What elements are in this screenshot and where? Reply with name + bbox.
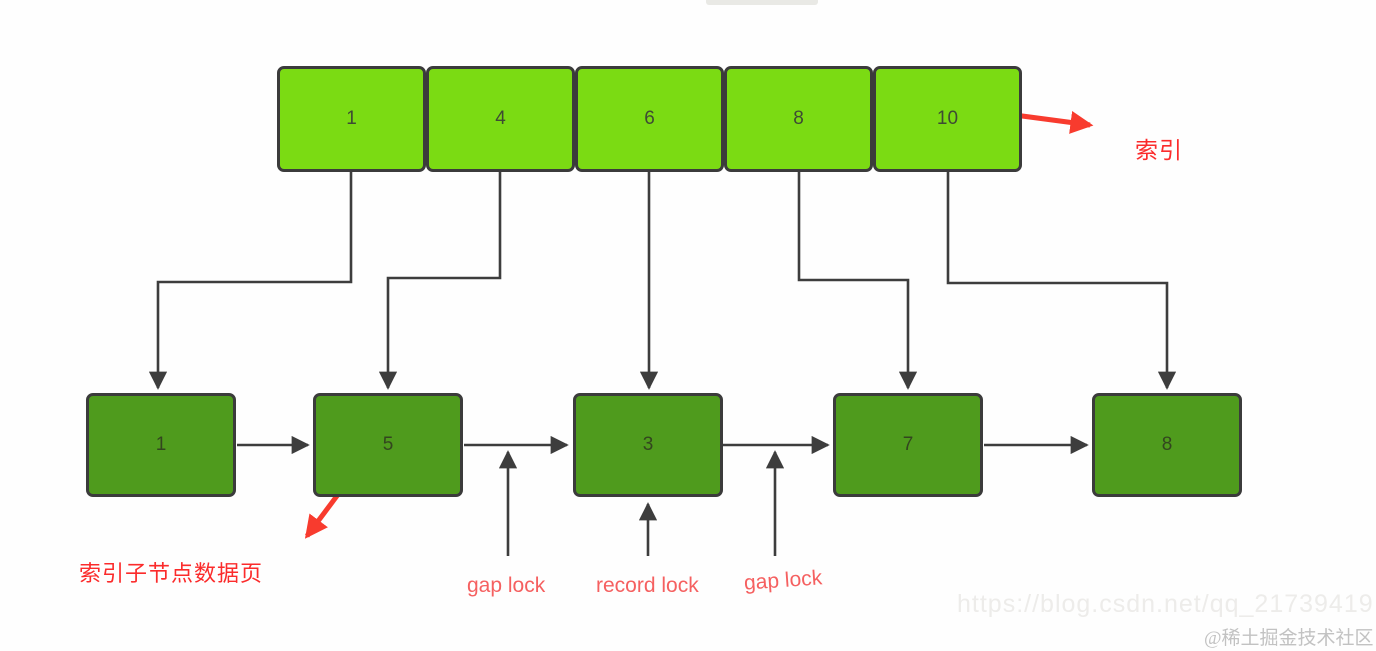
- gap-lock-right-label: gap lock: [743, 566, 823, 595]
- index-node-value: 8: [793, 108, 804, 129]
- index-annotation-label: 索引: [1135, 137, 1183, 163]
- link-8-to-7: [797, 172, 918, 390]
- data-page-node: 8: [1092, 393, 1242, 497]
- data-page-value: 5: [382, 434, 394, 455]
- link-1-to-1: [148, 172, 353, 390]
- data-page-node: 7: [833, 393, 983, 497]
- gap-lock-left-label: gap lock: [467, 574, 546, 597]
- data-page-node: 3: [573, 393, 723, 497]
- index-node: 1: [277, 66, 426, 172]
- index-node-value: 4: [495, 108, 506, 129]
- index-node-value: 1: [346, 108, 357, 129]
- index-node: 8: [724, 66, 873, 172]
- community-watermark: @稀土掘金技术社区: [1204, 628, 1374, 649]
- datapage-annotation-label: 索引子节点数据页: [79, 561, 264, 586]
- data-page-value: 1: [155, 434, 167, 455]
- blog-url-watermark: https://blog.csdn.net/qq_21739419: [957, 590, 1374, 618]
- link-10-to-8: [946, 172, 1177, 390]
- data-page-node: 1: [86, 393, 236, 497]
- index-node: 4: [426, 66, 575, 172]
- index-node-value: 10: [936, 108, 959, 129]
- index-node-value: 6: [644, 108, 655, 129]
- cropped-top-bar: [706, 0, 818, 5]
- link-4-to-5: [378, 172, 502, 390]
- data-page-value: 3: [642, 434, 654, 455]
- data-page-value: 7: [902, 434, 914, 455]
- index-node: 6: [575, 66, 724, 172]
- index-node: 10: [873, 66, 1022, 172]
- record-lock-label: record lock: [596, 574, 699, 597]
- data-page-node: 5: [313, 393, 463, 497]
- data-page-value: 8: [1161, 434, 1173, 455]
